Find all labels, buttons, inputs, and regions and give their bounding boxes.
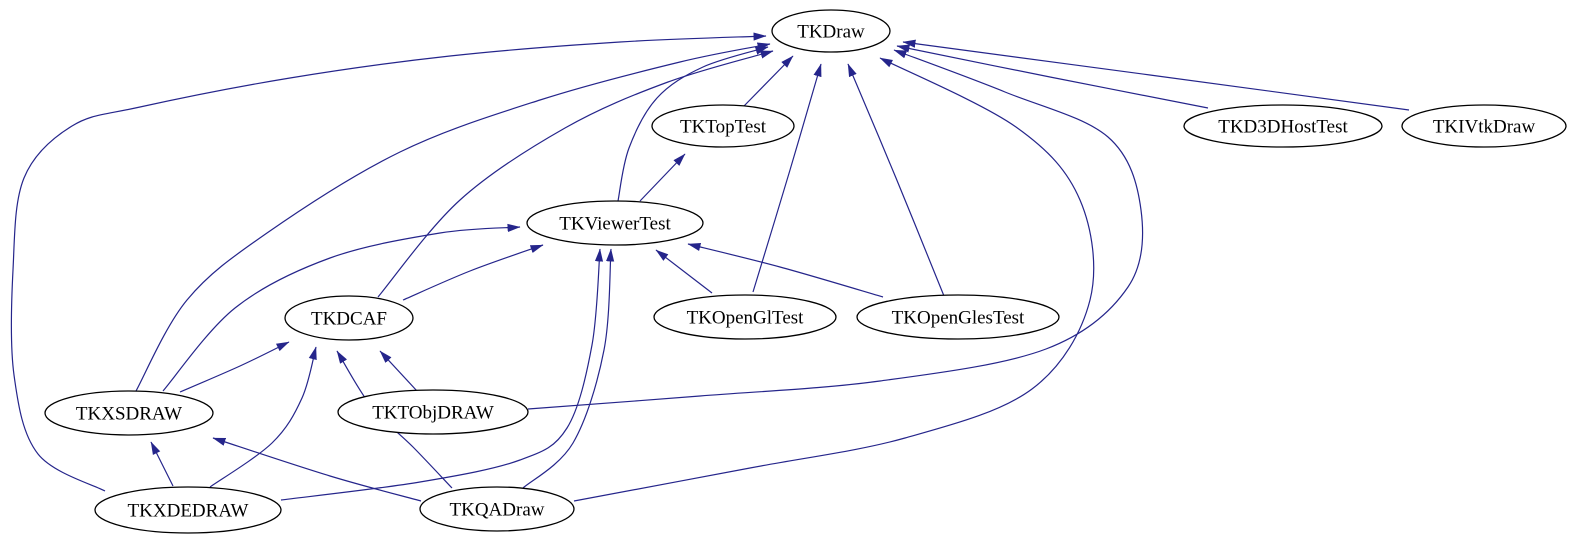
- node-ellipse-TKDraw: [771, 9, 891, 53]
- edge-TKXDEDRAW-TKViewerTest: [280, 248, 604, 501]
- node-label-TKTopTest: TKTopTest: [680, 117, 767, 138]
- node-ellipse-TKQADraw: [419, 486, 575, 532]
- node-label-TKXDEDRAW: TKXDEDRAW: [128, 501, 249, 522]
- node-ellipse-TKDCAF: [284, 295, 414, 341]
- edge-TKD3DHostTest-TKDraw: [896, 44, 1209, 109]
- node-label-TKXSDRAW: TKXSDRAW: [76, 404, 182, 425]
- node-ellipse-TKIVtkDraw: [1401, 104, 1567, 148]
- node-TKViewerTest: TKViewerTest: [526, 200, 704, 246]
- edge-TKXSDRAW-TKDraw: [135, 42, 771, 392]
- edge-TKViewerTest-TKTopTest: [639, 153, 686, 202]
- edges-layer: [10, 32, 1410, 502]
- edge-TKIVtkDraw-TKDraw: [902, 39, 1410, 111]
- edge-TKTObjDRAW-TKDraw: [527, 49, 1144, 410]
- node-TKTObjDRAW: TKTObjDRAW: [337, 389, 529, 435]
- edge-TKXDEDRAW-TKDraw: [10, 32, 767, 492]
- edge-TKOpenGlesTest-TKDraw: [847, 63, 945, 297]
- node-label-TKOpenGlTest: TKOpenGlTest: [687, 308, 805, 329]
- node-TKOpenGlTest: TKOpenGlTest: [653, 294, 837, 340]
- edge-TKTObjDRAW-TKDCAF: [379, 350, 418, 392]
- edge-TKDCAF-TKDraw: [377, 50, 774, 298]
- edge-TKXSDRAW-TKDCAF: [179, 341, 290, 393]
- node-label-TKOpenGlesTest: TKOpenGlesTest: [892, 308, 1025, 329]
- node-label-TKViewerTest: TKViewerTest: [559, 214, 671, 235]
- edge-TKQADraw-TKXSDRAW: [212, 437, 422, 502]
- edge-TKXSDRAW-TKViewerTest: [162, 223, 521, 392]
- node-ellipse-TKOpenGlesTest: [856, 294, 1060, 340]
- node-label-TKIVtkDraw: TKIVtkDraw: [1433, 117, 1536, 138]
- edge-TKTopTest-TKDraw: [743, 55, 794, 107]
- node-label-TKQADraw: TKQADraw: [450, 500, 545, 521]
- node-ellipse-TKXSDRAW: [44, 390, 214, 436]
- node-ellipse-TKTopTest: [651, 104, 795, 148]
- node-ellipse-TKD3DHostTest: [1183, 104, 1383, 148]
- edge-TKViewerTest-TKDraw: [617, 46, 769, 202]
- node-ellipse-TKXDEDRAW: [94, 486, 282, 534]
- edge-TKXDEDRAW-TKDCAF: [209, 346, 317, 488]
- node-ellipse-TKViewerTest: [526, 200, 704, 246]
- node-label-TKDCAF: TKDCAF: [311, 309, 387, 330]
- node-label-TKD3DHostTest: TKD3DHostTest: [1218, 117, 1348, 138]
- node-label-TKDraw: TKDraw: [797, 22, 865, 43]
- edge-TKOpenGlesTest-TKViewerTest: [687, 243, 884, 298]
- edge-TKOpenGlTest-TKDraw: [752, 63, 822, 293]
- node-TKXSDRAW: TKXSDRAW: [44, 390, 214, 436]
- edge-TKXDEDRAW-TKXSDRAW: [150, 441, 174, 487]
- edge-TKDCAF-TKViewerTest: [402, 244, 544, 301]
- node-TKXDEDRAW: TKXDEDRAW: [94, 486, 282, 534]
- node-TKIVtkDraw: TKIVtkDraw: [1401, 104, 1567, 148]
- node-TKTopTest: TKTopTest: [651, 104, 795, 148]
- node-TKQADraw: TKQADraw: [419, 486, 575, 532]
- edge-TKQADraw-TKViewerTest: [522, 248, 615, 489]
- node-ellipse-TKOpenGlTest: [653, 294, 837, 340]
- node-ellipse-TKTObjDRAW: [337, 389, 529, 435]
- node-label-TKTObjDRAW: TKTObjDRAW: [372, 403, 494, 424]
- node-TKOpenGlesTest: TKOpenGlesTest: [856, 294, 1060, 340]
- node-TKD3DHostTest: TKD3DHostTest: [1183, 104, 1383, 148]
- node-TKDraw: TKDraw: [771, 9, 891, 53]
- edge-TKQADraw-TKDraw: [573, 57, 1095, 502]
- node-TKDCAF: TKDCAF: [284, 295, 414, 341]
- edge-TKOpenGlTest-TKViewerTest: [655, 249, 713, 294]
